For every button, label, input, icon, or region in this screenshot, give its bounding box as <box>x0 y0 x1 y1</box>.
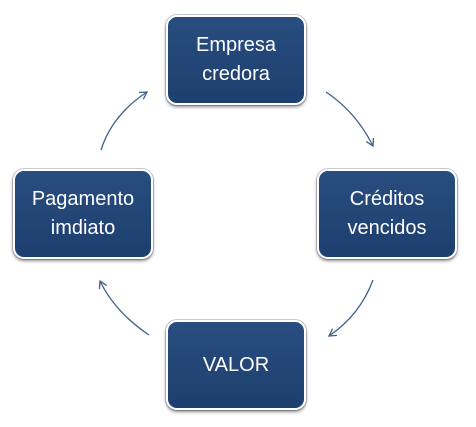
node-label: VALOR <box>202 353 270 376</box>
node-label: Empresa credora <box>195 34 277 85</box>
node-valor: VALOR <box>166 320 306 410</box>
node-label: Créditos vencidos <box>347 188 427 239</box>
node-creditos-vencidos: Créditos vencidos <box>317 169 457 259</box>
arrow-bottom-to-left <box>98 279 150 336</box>
arrow-right-to-bottom <box>327 279 374 337</box>
node-label: Pagamento imdiato <box>31 188 135 239</box>
node-pagamento-imdiato: Pagamento imdiato <box>13 169 153 259</box>
arrow-left-to-top <box>100 91 149 151</box>
node-empresa-credora: Empresa credora <box>166 15 306 105</box>
arrow-top-to-right <box>325 91 375 148</box>
